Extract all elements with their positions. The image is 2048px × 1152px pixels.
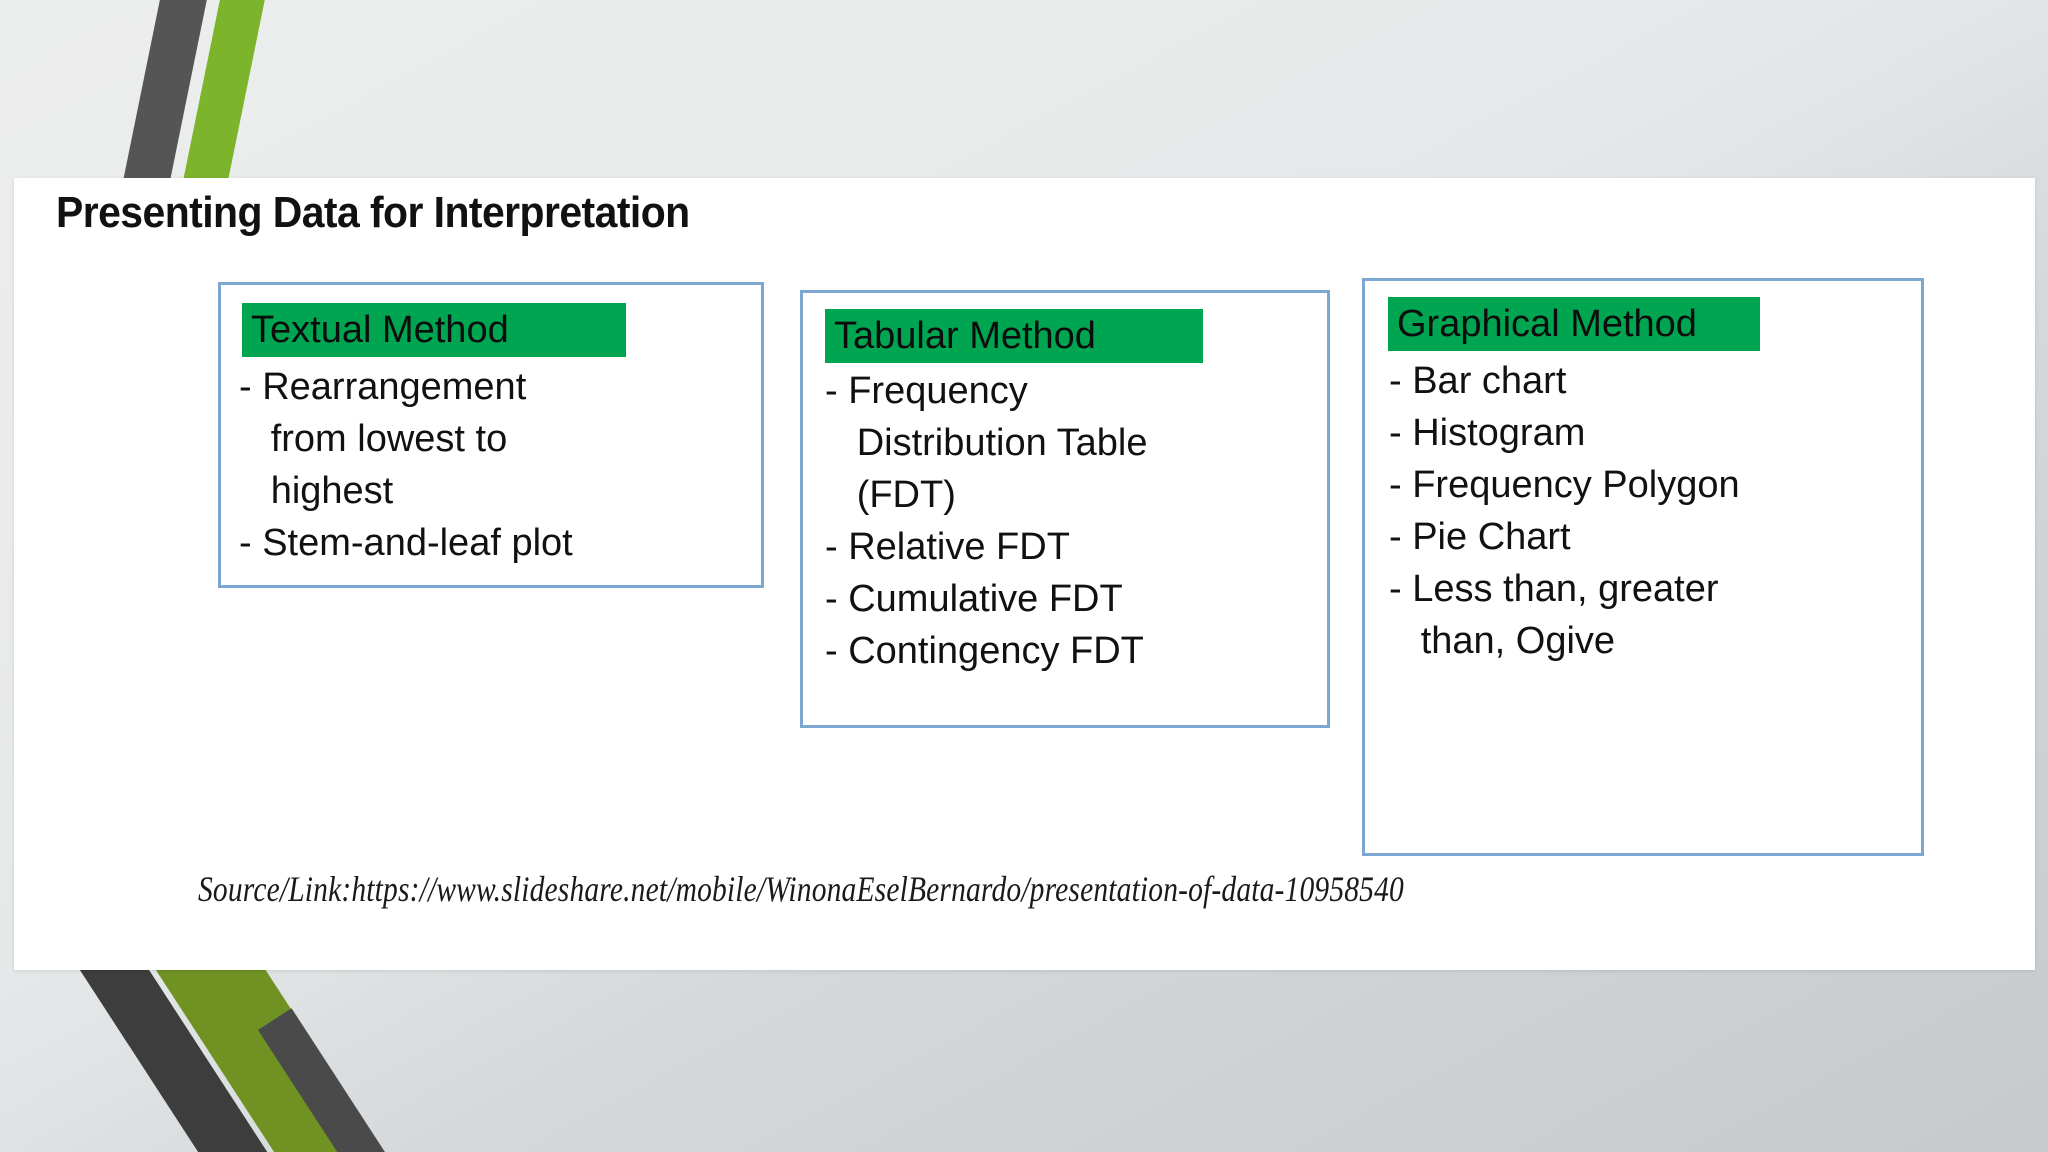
method-box-tabular: Tabular Method - Frequency Distribution … xyxy=(800,290,1330,728)
list-item: - Pie Chart xyxy=(1389,516,1571,558)
method-list-tabular: - Frequency Distribution Table (FDT) - R… xyxy=(825,365,1315,677)
list-item: - Contingency FDT xyxy=(825,630,1144,672)
list-item: - Less than, greater than, Ogive xyxy=(1389,568,1719,662)
method-box-header-graphical: Graphical Method xyxy=(1388,297,1760,351)
list-item: - Stem-and-leaf plot xyxy=(239,522,573,564)
method-box-textual: Textual Method - Rearrangement from lowe… xyxy=(218,282,764,588)
method-box-graphical: Graphical Method - Bar chart - Histogram… xyxy=(1362,278,1924,856)
list-item: - Rearrangement from lowest to highest xyxy=(239,366,527,512)
list-item: - Relative FDT xyxy=(825,526,1070,568)
list-item: - Frequency Polygon xyxy=(1389,464,1740,506)
list-item: - Histogram xyxy=(1389,412,1586,454)
page-title: Presenting Data for Interpretation xyxy=(56,188,690,237)
method-list-textual: - Rearrangement from lowest to highest -… xyxy=(239,361,739,569)
method-box-header-tabular: Tabular Method xyxy=(825,309,1203,363)
method-box-header-textual: Textual Method xyxy=(242,303,626,357)
slide-card: Presenting Data for Interpretation Textu… xyxy=(14,178,2035,970)
source-link-text: Source/Link:https://www.slideshare.net/m… xyxy=(198,869,1404,909)
list-item: - Bar chart xyxy=(1389,360,1567,402)
list-item: - Cumulative FDT xyxy=(825,578,1123,620)
method-list-graphical: - Bar chart - Histogram - Frequency Poly… xyxy=(1389,355,1909,667)
list-item: - Frequency Distribution Table (FDT) xyxy=(825,370,1148,516)
